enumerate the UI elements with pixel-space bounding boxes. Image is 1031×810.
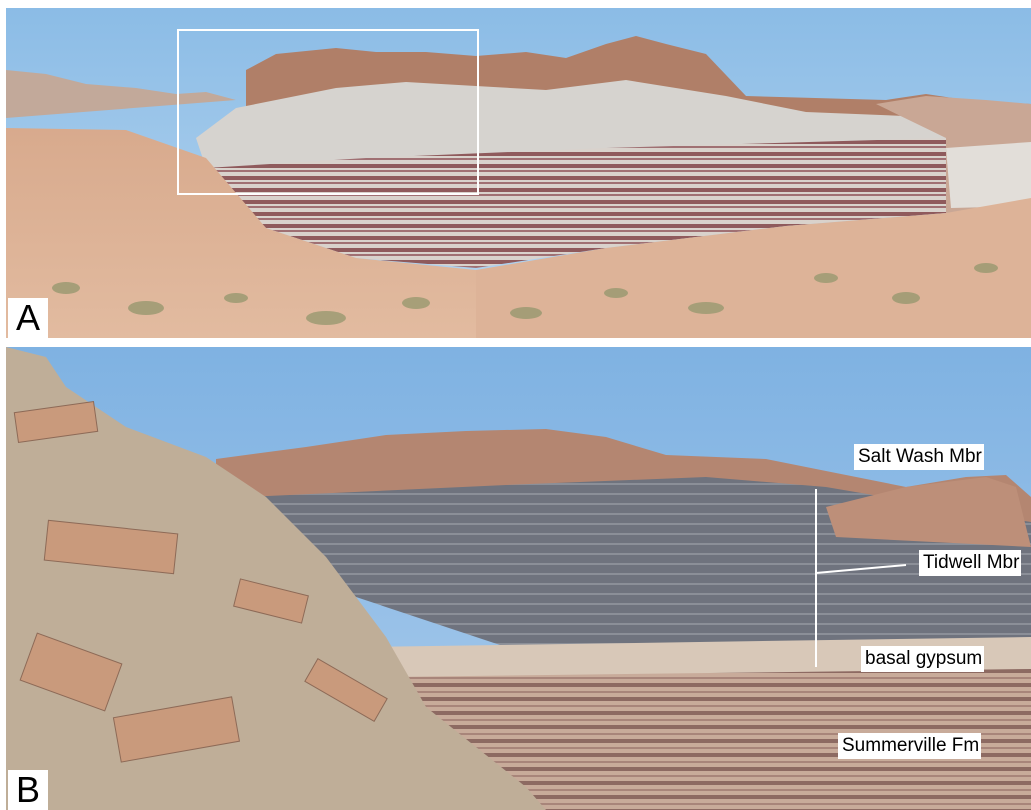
- label-salt-wash: Salt Wash Mbr: [854, 444, 984, 470]
- inset-outline: [177, 29, 479, 195]
- summerville-cliff: [386, 669, 1031, 810]
- panel-letter-a: A: [8, 298, 48, 338]
- sand-slope-right: [476, 198, 1031, 338]
- panel-b: Salt Wash Mbr Tidwell Mbr basal gypsum S…: [6, 347, 1031, 810]
- banded-cliff: [206, 138, 946, 268]
- tidwell-leader: [815, 564, 907, 574]
- label-tidwell: Tidwell Mbr: [919, 550, 1022, 576]
- label-summerville: Summerville Fm: [838, 733, 982, 759]
- label-basal-gypsum: basal gypsum: [861, 646, 985, 672]
- panel-letter-b: B: [8, 770, 48, 810]
- talus-left: [6, 347, 546, 810]
- panel-a: A: [6, 8, 1031, 338]
- sand-slope-left: [6, 128, 476, 338]
- panel-a-photo: [6, 8, 1031, 338]
- panel-b-photo: [6, 347, 1031, 810]
